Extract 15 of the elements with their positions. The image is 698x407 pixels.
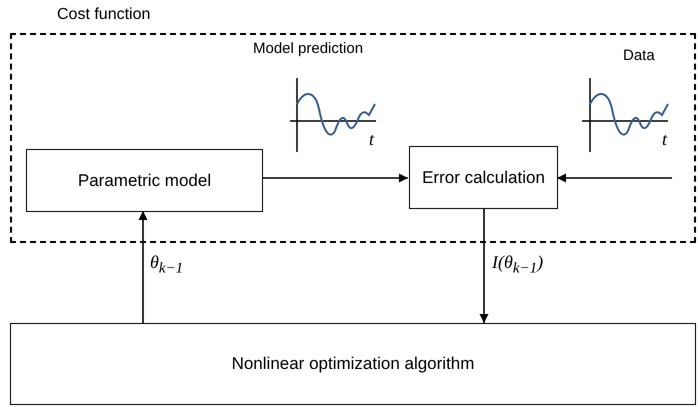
- box-label: Parametric model: [76, 170, 212, 191]
- plot-title: Model prediction: [253, 40, 364, 57]
- plot-title: Data: [623, 47, 655, 64]
- axis-label: t: [369, 129, 374, 150]
- arrow: [262, 174, 408, 182]
- arrow: [480, 208, 488, 323]
- process-box: [26, 149, 263, 212]
- arrow: [138, 211, 148, 323]
- box-label: Error calculation: [421, 167, 546, 188]
- process-box: [409, 146, 558, 209]
- group-heading: Cost function: [57, 5, 150, 24]
- process-box: [10, 323, 696, 405]
- box-label: Nonlinear optimization algorithm: [230, 354, 476, 374]
- axis-label: t: [662, 129, 668, 150]
- arrow: [557, 174, 672, 182]
